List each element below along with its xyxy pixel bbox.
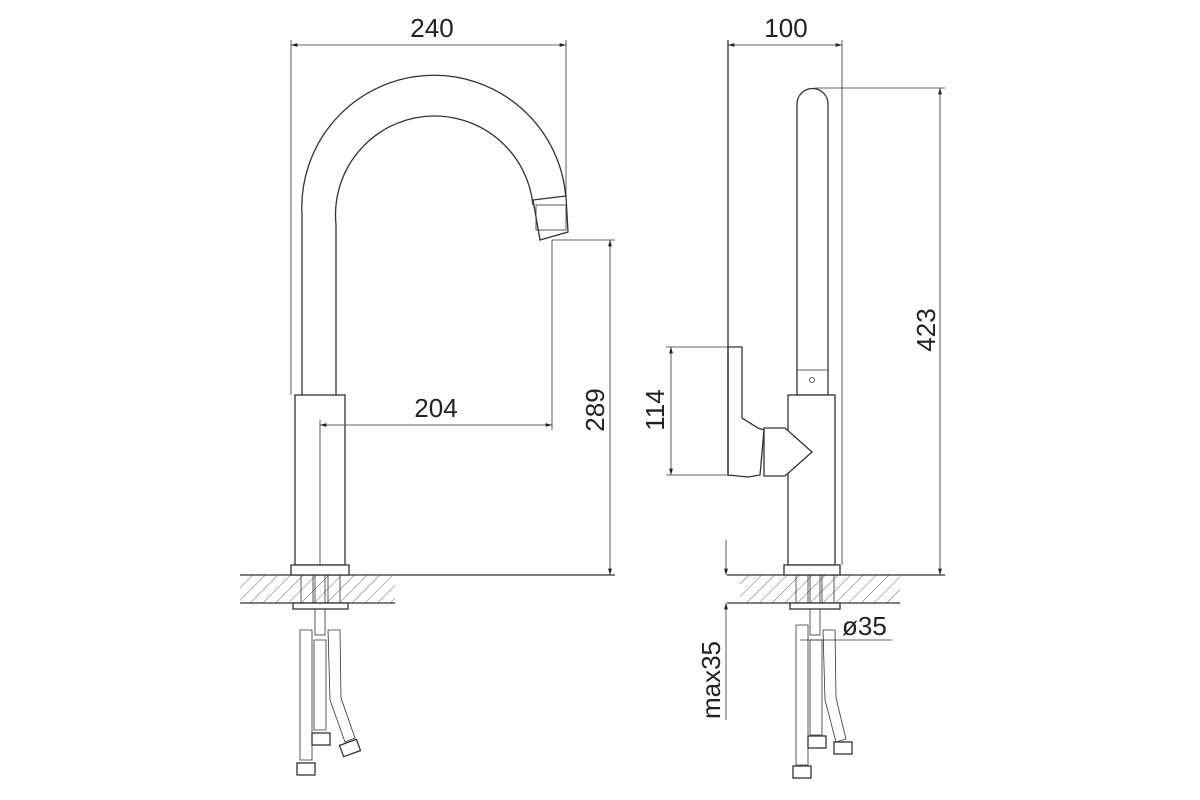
dimension-height-423: 423 — [911, 308, 941, 351]
spout-stem — [796, 87, 829, 396]
hose-nut — [311, 732, 331, 746]
handle-hub — [763, 427, 813, 477]
dimension-max35: max35 — [696, 641, 726, 719]
front-view: 240 204 289 — [240, 13, 615, 776]
faucet-body — [787, 394, 836, 566]
dimension-depth-100: 100 — [764, 13, 807, 43]
hose-nut — [792, 765, 812, 779]
dimension-height-289: 289 — [580, 388, 610, 431]
base-flange — [783, 564, 841, 576]
countertop-section — [240, 575, 395, 603]
spout-outer — [301, 74, 567, 395]
dimension-reach-204: 204 — [414, 393, 457, 423]
supply-hose — [795, 624, 809, 766]
dimension-diameter-35: ø35 — [842, 611, 887, 641]
spout-inner — [334, 115, 534, 395]
supply-hose — [299, 629, 313, 761]
dimension-handle-114: 114 — [640, 389, 670, 430]
spout-nozzle — [532, 195, 569, 241]
handle-lever — [727, 346, 765, 478]
base-flange — [290, 564, 350, 576]
supply-hose — [313, 639, 327, 731]
supply-hose — [327, 629, 356, 743]
supply-hose — [809, 639, 823, 736]
supply-hose — [822, 629, 847, 743]
dimension-width-240: 240 — [410, 13, 453, 43]
side-view: 100 423 114 max35 ø35 — [640, 13, 945, 779]
hose-nut — [338, 738, 362, 758]
hose-nut — [296, 762, 316, 776]
hose-nut — [833, 741, 853, 755]
hose-nut — [807, 735, 827, 749]
